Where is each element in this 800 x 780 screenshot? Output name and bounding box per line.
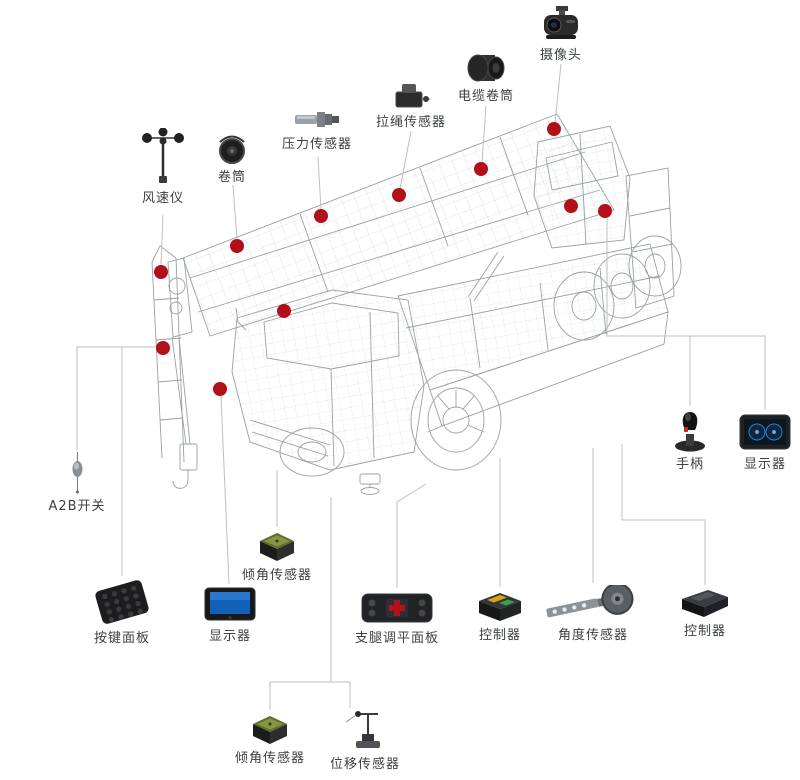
component-anemometer: 风速仪: [139, 128, 187, 206]
connector-reel: [232, 184, 238, 241]
component-display-left: 显示器: [203, 586, 257, 644]
component-controller-mid: 控制器: [475, 589, 525, 643]
component-tilt-sensor-bottom: 倾角传感器: [235, 712, 305, 766]
sensor-dot-boom-pivot: [213, 382, 227, 396]
component-label-outrigger-panel: 支腿调平面板: [354, 631, 440, 646]
a2b-switch-icon: [72, 452, 82, 494]
component-label-controller-right: 控制器: [683, 624, 726, 639]
component-label-controller-mid: 控制器: [478, 628, 521, 643]
connector-anemometer: [160, 214, 164, 266]
connector-rope-sensor: [399, 130, 412, 190]
connector-tilt-bottom: [269, 681, 350, 710]
connector-display-right: [606, 218, 766, 410]
component-joystick: 手柄: [671, 408, 709, 472]
tilt-sensor-icon: [259, 533, 294, 561]
component-label-pressure-sensor: 压力传感器: [281, 137, 353, 152]
connector-outrigger-panel: [396, 483, 427, 588]
connector-display-left: [220, 395, 230, 585]
anemometer-icon: [142, 128, 184, 183]
rope-sensor-icon: [395, 84, 430, 108]
component-angle-sensor: 角度传感器: [544, 585, 642, 643]
component-a2b-switch: A2B开关: [48, 452, 105, 514]
component-label-rope-sensor: 拉绳传感器: [375, 115, 447, 130]
component-keypad: 按键面板: [92, 578, 152, 646]
component-label-camera: 摄像头: [539, 48, 582, 63]
sensor-dot-boom-tip: [547, 122, 561, 136]
display-icon: [204, 587, 256, 621]
tilt-sensor-icon: [252, 716, 287, 744]
component-label-tilt-sensor-mid: 倾角传感器: [241, 568, 313, 583]
connector-pressure-sensor: [317, 156, 322, 211]
sensor-dot-cab-roof: [277, 304, 291, 318]
sensor-dot-boom-1: [230, 239, 244, 253]
component-label-tilt-sensor-bottom: 倾角传感器: [234, 751, 306, 766]
connector-cable-reel: [481, 105, 487, 164]
display-gauge-icon: [739, 414, 791, 450]
component-label-display-left: 显示器: [208, 629, 251, 644]
component-label-a2b-switch: A2B开关: [48, 499, 106, 514]
sensor-dot-boom-3: [392, 188, 406, 202]
outrigger-panel-icon: [361, 593, 433, 623]
component-cable-reel: 电缆卷筒: [458, 52, 514, 104]
component-label-joystick: 手柄: [675, 457, 704, 472]
displacement-sensor-icon: [345, 711, 380, 748]
connector-lines: [76, 63, 766, 710]
keypad-icon: [95, 580, 149, 624]
component-label-display-right: 显示器: [743, 457, 786, 472]
sensor-dot-boom-2: [314, 209, 328, 223]
sensor-dot-opcab-2: [598, 204, 612, 218]
component-tilt-sensor-mid: 倾角传感器: [242, 529, 312, 583]
connector-controller-right: [621, 444, 706, 585]
component-camera: 摄像头: [538, 5, 584, 63]
component-label-angle-sensor: 角度传感器: [557, 628, 628, 643]
sensor-dots: [154, 122, 612, 396]
sensor-dot-opcab-1: [564, 199, 578, 213]
cable-reel-icon: [467, 54, 505, 82]
crane-wireframe: [151, 113, 682, 495]
reel-icon: [219, 135, 245, 164]
component-controller-right: 控制器: [678, 587, 732, 639]
controller-icon: [479, 593, 521, 621]
component-label-reel: 卷筒: [217, 170, 246, 185]
camera-icon: [544, 6, 578, 39]
sensor-dot-boom-4: [474, 162, 488, 176]
connector-a2b-switch: [76, 346, 155, 450]
component-label-cable-reel: 电缆卷筒: [457, 89, 515, 104]
joystick-icon: [675, 412, 705, 452]
component-label-keypad: 按键面板: [93, 631, 150, 646]
component-label-displacement-sensor: 位移传感器: [329, 757, 401, 772]
component-label-anemometer: 风速仪: [141, 191, 184, 206]
component-rope-sensor: 拉绳传感器: [376, 80, 446, 130]
angle-sensor-icon: [546, 585, 634, 618]
component-display-right: 显示器: [738, 412, 792, 472]
sensor-dot-mast-top: [154, 265, 168, 279]
controller2-icon: [682, 590, 728, 617]
component-pressure-sensor: 压力传感器: [282, 106, 352, 152]
pressure-sensor-icon: [294, 112, 339, 127]
component-outrigger-panel: 支腿调平面板: [355, 590, 439, 646]
connector-camera: [554, 63, 562, 124]
component-displacement-sensor: 位移传感器: [330, 710, 400, 772]
component-reel: 卷筒: [213, 133, 251, 185]
sensor-dot-mast-low: [156, 341, 170, 355]
